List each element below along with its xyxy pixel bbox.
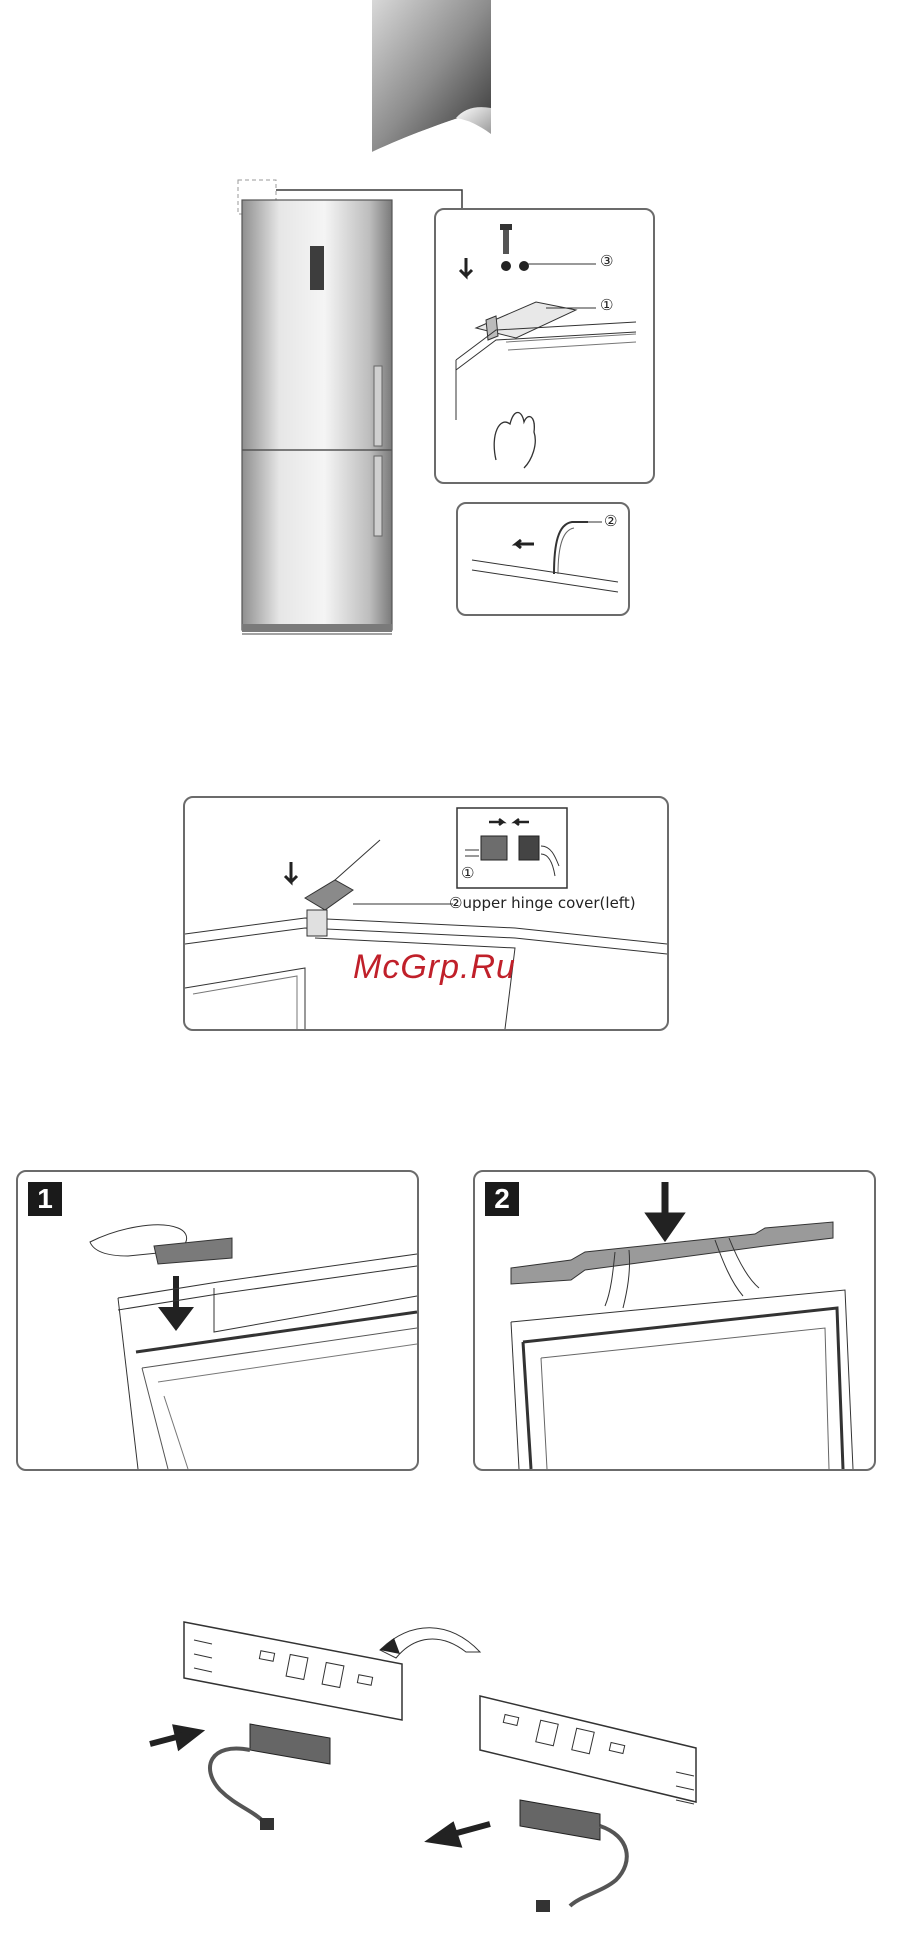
callout-3: ③ [600,252,613,270]
detail-inset-upper-hinge: ③ ① [434,208,655,484]
page-curl-icon [372,0,491,152]
watermark: McGrp.Ru [353,948,516,987]
upper-hinge-drawing [436,210,653,482]
step-2-drawing [475,1172,874,1469]
callout-1: ① [600,296,613,314]
connector-callout-1: ① [461,864,474,882]
step-2-panel: 2 [473,1170,876,1471]
step-1-drawing [18,1172,417,1469]
detail-inset-cable: ② [456,502,630,616]
page-curl-graphic [372,0,491,152]
hinge-plate-swap-drawing [140,1600,720,1930]
cable-drawing [458,504,628,614]
figure-4-hinge-plate-swap [140,1600,720,1930]
callout-2: ② [604,512,617,530]
step-1-panel: 1 [16,1170,419,1471]
figure-2-hinge-cover: ① ②upper hinge cover(left) [183,796,669,1031]
hinge-cover-drawing [185,798,667,1029]
upper-hinge-cover-label: ②upper hinge cover(left) [449,894,636,912]
